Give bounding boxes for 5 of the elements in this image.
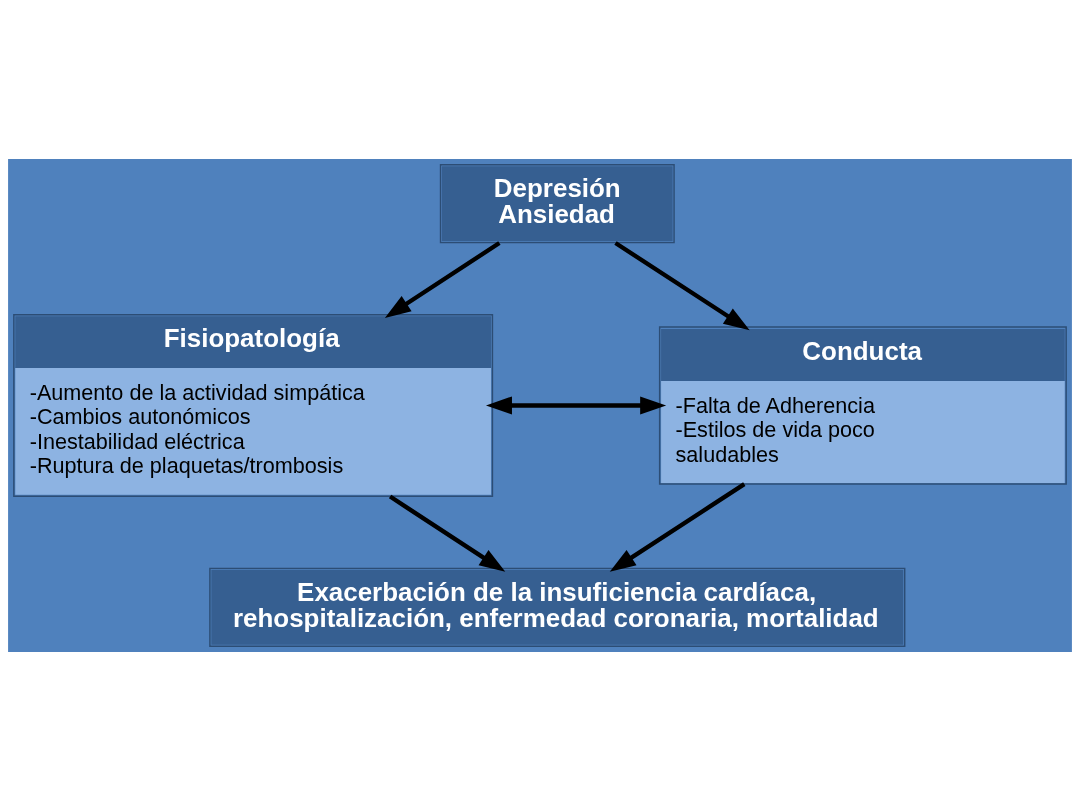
arrow: [388, 494, 506, 572]
arrow: [609, 481, 746, 572]
arrow: [614, 240, 750, 330]
arrow: [384, 240, 501, 318]
arrow: [486, 395, 667, 415]
